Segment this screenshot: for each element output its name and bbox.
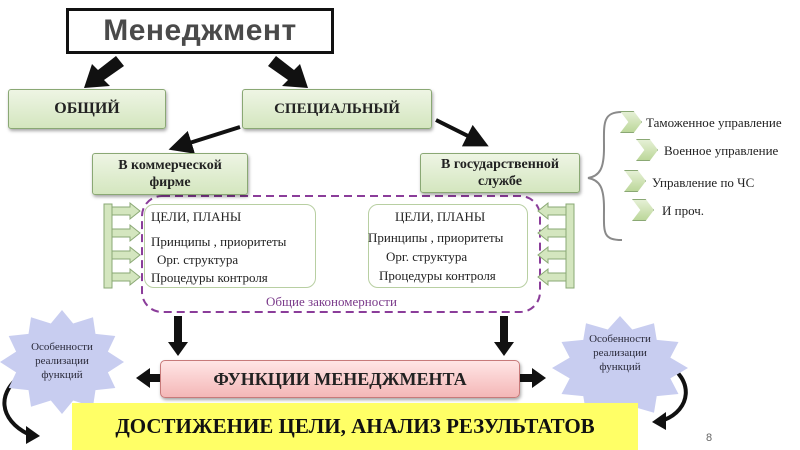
right-structure: Орг. структура xyxy=(386,249,468,264)
left-panel xyxy=(144,204,316,288)
page-title: Менеджмент xyxy=(66,8,334,54)
functions-box: ФУНКЦИИ МЕНЕДЖМЕНТА xyxy=(160,360,520,398)
right-control: Процедуры контроля xyxy=(379,268,496,283)
special-box: СПЕЦИАЛЬНЫЙ xyxy=(242,89,432,129)
left-control: Процедуры контроля xyxy=(151,270,268,285)
right-panel xyxy=(368,204,528,288)
right-starburst-label: Особенности реализации функций xyxy=(589,333,651,373)
arrow-title-to-special xyxy=(268,56,308,88)
arrow-right-down xyxy=(494,316,514,356)
arrow-left-down xyxy=(168,316,188,356)
state-kind-military: Военное управление xyxy=(664,143,779,158)
left-goals: ЦЕЛИ, ПЛАНЫ xyxy=(151,209,242,224)
arrow-special-to-commercial xyxy=(168,125,241,154)
arrow-functions-right xyxy=(518,368,546,388)
right-goals: ЦЕЛИ, ПЛАНЫ xyxy=(395,209,486,224)
arrow-functions-left xyxy=(136,368,162,388)
common-patterns-frame xyxy=(141,195,541,313)
right-input-arrows xyxy=(537,201,575,289)
state-kind-other: И проч. xyxy=(662,203,705,218)
arrow-special-to-state xyxy=(435,118,489,147)
page-number: 8 xyxy=(706,432,713,444)
general-box: ОБЩИЙ xyxy=(8,89,166,129)
left-input-arrows xyxy=(103,201,141,289)
state-kind-emergency: Управление по ЧС xyxy=(652,175,755,190)
left-starburst-label: Особенности реализации функций xyxy=(31,341,93,381)
left-structure: Орг. структура xyxy=(157,252,239,267)
achievement-bar: ДОСТИЖЕНИЕ ЦЕЛИ, АНАЛИЗ РЕЗУЛЬТАТОВ xyxy=(72,403,638,450)
state-kind-customs: Таможенное управление xyxy=(646,115,782,130)
arrow-title-to-general xyxy=(84,56,124,88)
curly-brace xyxy=(587,111,623,241)
state-box: В государственной службе xyxy=(420,153,580,193)
right-principles: Принципы , приоритеты xyxy=(368,230,504,245)
common-patterns-label: Общие закономерности xyxy=(266,294,397,309)
left-principles: Принципы , приоритеты xyxy=(151,234,287,249)
commercial-box: В коммерческой фирме xyxy=(92,153,248,195)
